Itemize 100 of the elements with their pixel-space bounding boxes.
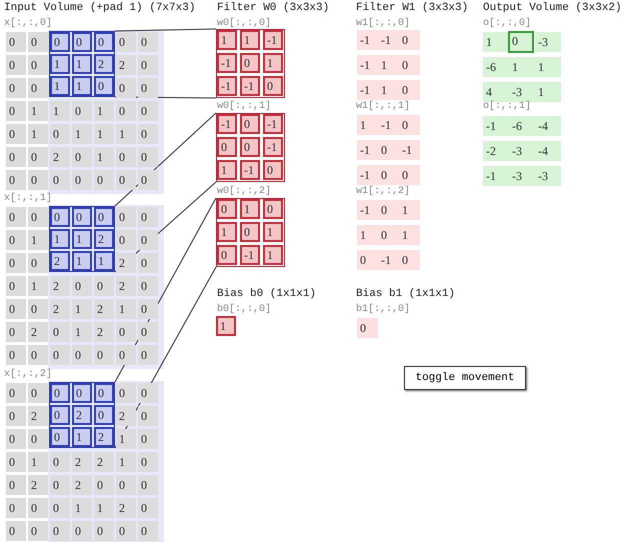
connector-line: [114, 266, 216, 448]
input-value: 0: [6, 345, 26, 365]
weight-value: 0: [240, 53, 260, 73]
weight-value: -1: [357, 165, 378, 185]
weight-value: 0: [399, 115, 420, 135]
input-value: 2: [72, 405, 92, 425]
output-value: -3: [535, 166, 561, 186]
input-value: 0: [116, 207, 136, 227]
input-value: 0: [6, 383, 26, 403]
input-value: 0: [28, 299, 48, 319]
input-value: 1: [116, 124, 136, 144]
input-value: 0: [116, 230, 136, 250]
input-value: 0: [72, 147, 92, 167]
input-value: 0: [28, 383, 48, 403]
input-value: 2: [116, 276, 136, 296]
weight-value: 0: [263, 160, 283, 180]
input-value: 0: [72, 276, 92, 296]
input-value: 0: [138, 429, 158, 449]
weight-value: 1: [217, 222, 237, 242]
weight-value: 0: [399, 55, 420, 75]
output-value: 4: [483, 82, 509, 102]
input-value: 1: [72, 54, 92, 74]
slice-label: b0[:,:,0]: [217, 304, 272, 315]
input-value: 0: [50, 345, 70, 365]
weight-value: 1: [399, 200, 420, 220]
input-value: 0: [50, 427, 70, 447]
input-value: 0: [138, 55, 158, 75]
output-value: -4: [535, 116, 561, 136]
input-value: 2: [94, 229, 114, 249]
input-value: 1: [72, 76, 92, 96]
weight-value: 0: [399, 80, 420, 100]
input-value: 0: [138, 498, 158, 518]
weight-value: 0: [263, 199, 283, 219]
slice-label: w0[:,:,0]: [217, 18, 272, 29]
weight-value: -1: [357, 80, 378, 100]
weight-value: 0: [399, 30, 420, 50]
input-value: 0: [138, 253, 158, 273]
input-value: 0: [6, 429, 26, 449]
weight-value: 0: [357, 250, 378, 270]
input-value: 1: [50, 76, 70, 96]
output-value: -6: [483, 57, 509, 77]
slice-label: b1[:,:,0]: [356, 304, 410, 315]
input-value: 2: [116, 253, 136, 273]
input-value: 0: [72, 521, 92, 541]
input-value: 0: [72, 32, 92, 52]
output-value: 1: [509, 57, 535, 77]
input-value: 0: [6, 322, 26, 342]
weight-value: 1: [399, 225, 420, 245]
panel-heading: Bias b0 (1x1x1): [217, 288, 316, 300]
connector-line: [114, 112, 216, 206]
input-value: 0: [94, 207, 114, 227]
connector-line: [114, 28, 216, 32]
output-value: -3: [509, 82, 535, 102]
weight-value: 0: [399, 250, 420, 270]
connector-line: [114, 182, 216, 272]
weight-value: -1: [263, 114, 283, 134]
input-value: 0: [94, 76, 114, 96]
input-value: 0: [72, 383, 92, 403]
input-value: 2: [50, 299, 70, 319]
input-value: 0: [50, 475, 70, 495]
weight-value: 0: [217, 245, 237, 265]
input-value: 2: [28, 406, 48, 426]
slice-label: w1[:,:,0]: [356, 18, 410, 29]
weight-value: -1: [378, 30, 399, 50]
input-value: 0: [138, 521, 158, 541]
input-value: 0: [138, 345, 158, 365]
weight-value: 1: [217, 160, 237, 180]
input-value: 0: [94, 521, 114, 541]
sliding-window: [49, 206, 115, 272]
input-value: 0: [50, 32, 70, 52]
connector-line: [114, 198, 216, 382]
connector-line: [114, 96, 216, 98]
input-value: 0: [116, 170, 136, 190]
input-value: 0: [6, 207, 26, 227]
input-value: 0: [94, 405, 114, 425]
sliding-window: [49, 382, 115, 448]
input-value: 2: [94, 54, 114, 74]
input-value: 0: [28, 498, 48, 518]
input-value: 0: [6, 299, 26, 319]
input-value: 0: [138, 383, 158, 403]
input-value: 0: [50, 383, 70, 403]
input-value: 1: [94, 124, 114, 144]
bias-value: 1: [216, 316, 236, 336]
weight-value: 1: [378, 55, 399, 75]
weight-value: 0: [240, 114, 260, 134]
input-value: 1: [28, 101, 48, 121]
input-value: 1: [116, 429, 136, 449]
filter-matrix: [216, 29, 285, 98]
input-value: 0: [50, 405, 70, 425]
sliding-window: [49, 31, 115, 97]
weight-value: 1: [240, 199, 260, 219]
input-value: 0: [6, 124, 26, 144]
input-value: 2: [28, 322, 48, 342]
weight-value: -1: [263, 30, 283, 50]
weight-value: -1: [217, 76, 237, 96]
filter-matrix: [216, 113, 285, 182]
weight-value: -1: [357, 30, 378, 50]
panel-heading: Filter W1 (3x3x3): [356, 2, 468, 14]
weight-value: -1: [263, 137, 283, 157]
input-value: 0: [50, 322, 70, 342]
